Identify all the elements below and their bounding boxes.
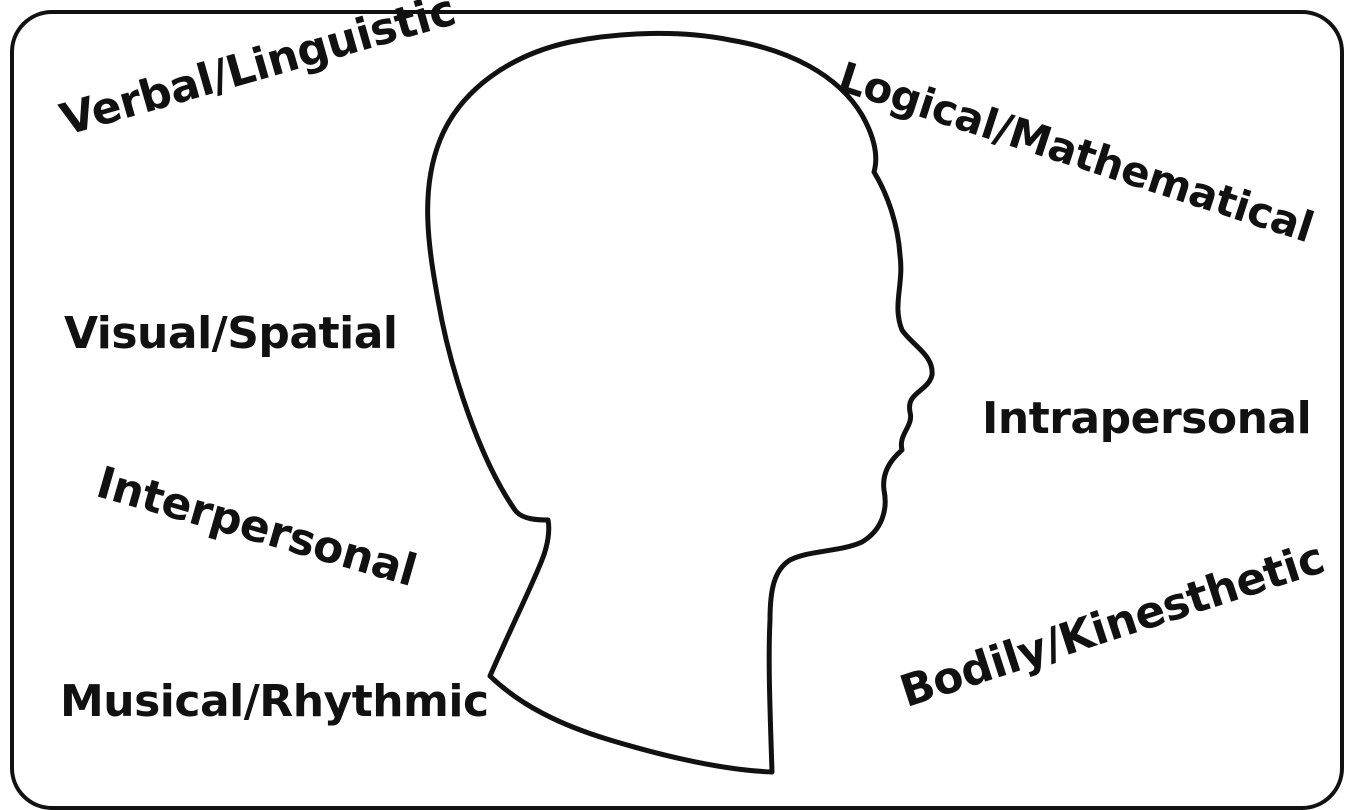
head-outline (428, 33, 932, 772)
label-intrapersonal: Intrapersonal (982, 397, 1311, 441)
label-musical-rhythmic: Musical/Rhythmic (60, 680, 489, 724)
label-visual-spatial: Visual/Spatial (64, 312, 397, 356)
